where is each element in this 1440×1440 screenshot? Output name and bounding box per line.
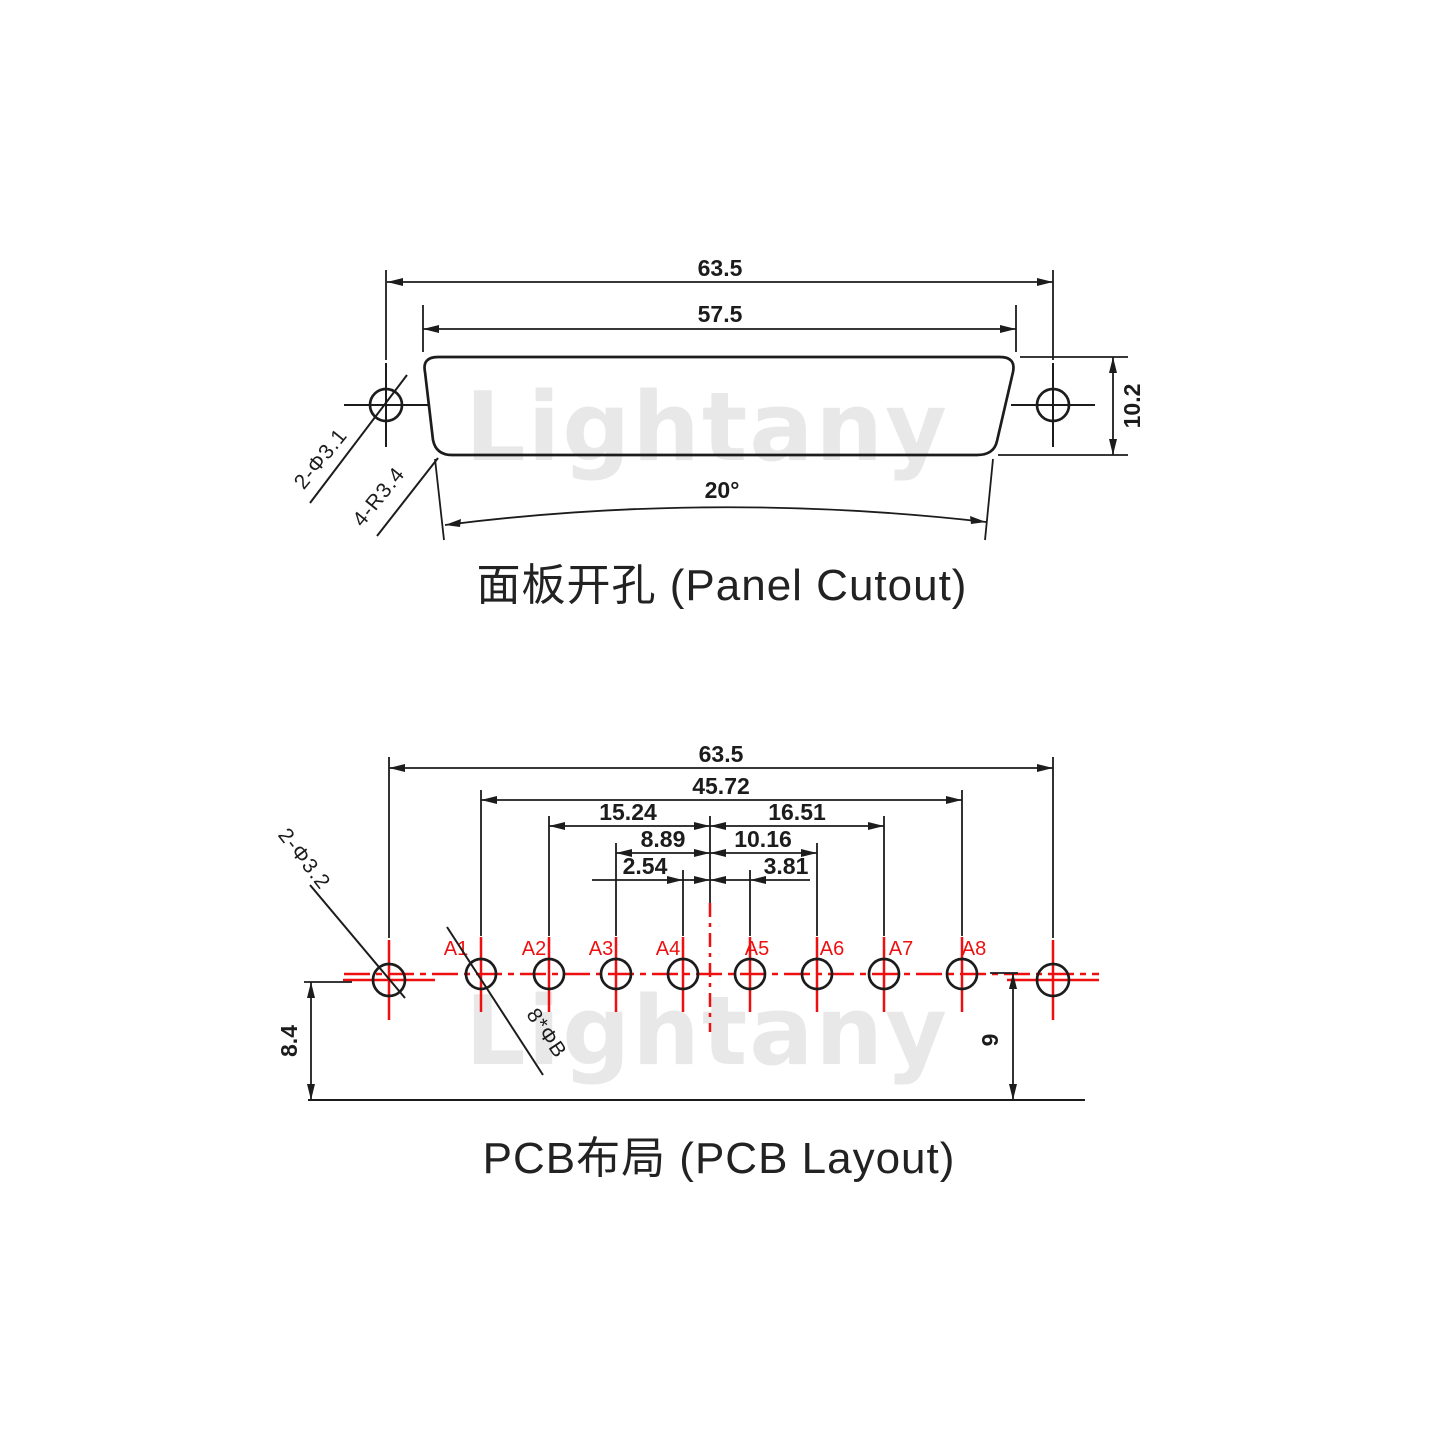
pin-a5: A5	[733, 937, 769, 1012]
dim-pin-span: 45.72	[480, 773, 963, 936]
dim-row-8-89-10-16: 8.89 10.16	[615, 826, 818, 936]
dim-label-8-89: 8.89	[641, 826, 686, 852]
callout-corner-radius: 4-R3.4	[348, 457, 439, 537]
dim-panel-angle: 20°	[434, 458, 994, 541]
watermark-text-top: Lightany	[465, 373, 949, 483]
pin-a4: A4	[656, 937, 700, 1012]
dim-row-2-54-3-81: 2.54 3.81	[592, 853, 810, 936]
label-2-phi-3-2: 2-Φ3.2	[273, 824, 335, 894]
dim-label-20deg: 20°	[705, 477, 740, 503]
dim-label-10-2: 10.2	[1119, 384, 1145, 429]
pcb-layout-drawing: 63.5 45.72 15.24 16.51	[273, 741, 1099, 1183]
dim-label-63-5-pcb: 63.5	[699, 741, 744, 767]
dim-label-8-4: 8.4	[276, 1025, 302, 1057]
dim-label-63-5-panel: 63.5	[698, 255, 743, 281]
pin-a6: A6	[800, 937, 844, 1012]
pcb-mounting-hole-right	[1007, 940, 1099, 1020]
dim-label-57-5: 57.5	[698, 301, 743, 327]
callout-pcb-holes: 2-Φ3.2	[273, 824, 406, 999]
pin-a7: A7	[867, 937, 913, 1012]
pin-label-a7: A7	[889, 938, 913, 960]
dim-label-45-72: 45.72	[692, 773, 750, 799]
panel-cutout-title: 面板开孔 (Panel Cutout)	[477, 561, 968, 610]
pin-label-a5: A5	[745, 938, 769, 960]
pin-label-a2: A2	[522, 938, 546, 960]
dim-label-10-16: 10.16	[734, 826, 792, 852]
pin-a8: A8	[945, 937, 986, 1012]
dim-pin-to-edge: 9	[977, 972, 1018, 1100]
dim-panel-outer-width: 63.5	[385, 255, 1054, 360]
dim-label-3-81: 3.81	[764, 853, 809, 879]
pin-a1: A1	[444, 937, 498, 1012]
dim-label-16-51: 16.51	[768, 799, 826, 825]
panel-mounting-hole-left	[344, 363, 428, 447]
dim-panel-inner-width: 57.5	[422, 301, 1017, 352]
panel-mounting-hole-right	[1011, 363, 1095, 447]
pcb-layout-title: PCB布局 (PCB Layout)	[483, 1134, 956, 1183]
panel-cutout-outline	[423, 355, 1015, 457]
pin-label-a1: A1	[444, 938, 468, 960]
dim-pcb-hole-span: 63.5	[388, 741, 1054, 938]
dim-panel-height: 10.2	[998, 356, 1145, 456]
pin-label-a4: A4	[656, 938, 680, 960]
label-4-r3-4: 4-R3.4	[348, 463, 409, 531]
dim-label-2-54: 2.54	[623, 853, 668, 879]
pin-a3: A3	[589, 937, 633, 1012]
pin-label-a3: A3	[589, 938, 613, 960]
dim-label-9: 9	[977, 1034, 1003, 1047]
dim-hole-to-edge: 8.4	[276, 981, 352, 1100]
pin-field: A1 A2 A3 A4 A5 A6	[444, 937, 986, 1012]
dim-label-15-24: 15.24	[599, 799, 657, 825]
watermark-text-bottom: Lightany	[465, 977, 949, 1087]
pin-label-a6: A6	[820, 938, 844, 960]
dim-row-15-24-16-51: 15.24 16.51	[548, 799, 885, 936]
pin-a2: A2	[522, 937, 566, 1012]
pin-label-a8: A8	[962, 938, 986, 960]
